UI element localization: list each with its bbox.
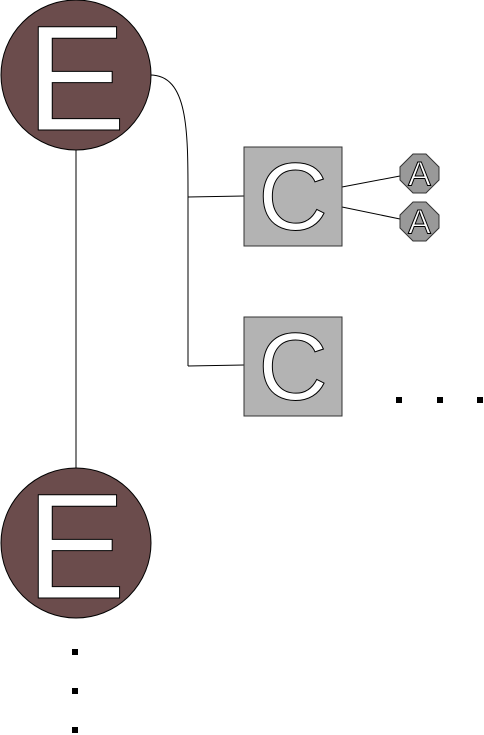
ellipsis-dot	[72, 649, 78, 655]
connector-c-upper-to-a-lower	[341, 206, 401, 220]
connector-e-top-to-branch	[149, 74, 189, 197]
ellipsis-dot	[437, 397, 443, 403]
component-node-lower-square	[243, 316, 343, 417]
entity-node-top-label: E	[26, 0, 126, 162]
entity-node-top-circle	[0, 0, 152, 151]
attribute-node-lower-label: A	[408, 204, 431, 242]
attribute-node-lower-octagon	[399, 201, 440, 242]
connector-branch-to-c-lower	[187, 364, 245, 367]
more-siblings-ellipsis	[396, 397, 483, 403]
attribute-node-upper: A	[399, 153, 440, 194]
entity-node-bottom-label: E	[26, 462, 126, 630]
connector-branch-to-c-upper	[187, 195, 245, 198]
entity-node-top: E	[0, 0, 152, 163]
entity-node-bottom-circle	[0, 467, 152, 619]
component-node-lower: C	[243, 313, 343, 421]
component-node-upper: C	[243, 143, 343, 251]
ellipsis-dot	[396, 397, 402, 403]
component-node-lower-label: C	[258, 314, 327, 421]
ellipsis-dot	[72, 727, 78, 733]
component-node-upper-square	[243, 146, 343, 247]
ellipsis-dot	[72, 688, 78, 694]
attribute-node-lower: A	[399, 201, 440, 242]
attribute-node-upper-octagon	[399, 153, 440, 194]
more-items-ellipsis	[72, 649, 78, 733]
component-node-upper-label: C	[258, 144, 327, 251]
connector-c-upper-to-a-upper	[341, 175, 401, 188]
ellipsis-dot	[477, 397, 483, 403]
attribute-node-upper-label: A	[408, 156, 431, 194]
entity-node-bottom: E	[0, 462, 152, 631]
